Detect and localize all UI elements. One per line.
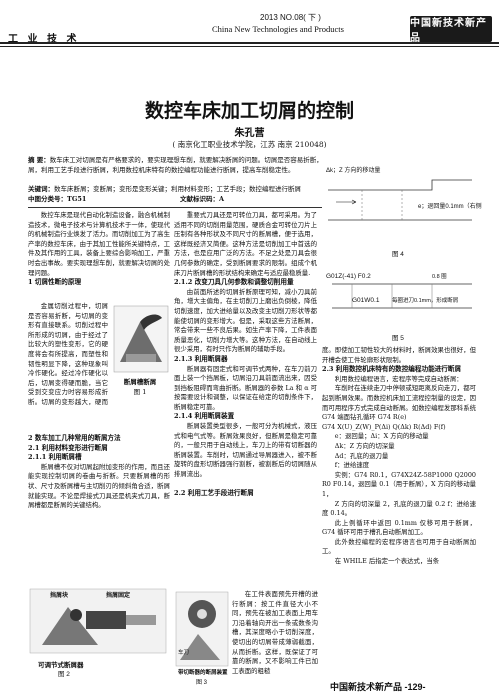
col3-paragraph-2: 利用数控编程语言，宏程序等完成自动断屑： <box>334 374 463 383</box>
document-code: 文献标识码：A <box>180 195 225 203</box>
figure-1-label: 断屑槽断屑 <box>123 378 157 386</box>
figure-2-caption: 图 2 <box>58 670 70 677</box>
journal-logo: 中国新技术新产品 <box>410 16 492 44</box>
abstract-rule <box>28 207 476 208</box>
col3-paragraph-1: 度。即使加工韧性较大的材料时，断屑效果也很好，但开槽会使工件轮廓形状限制。 <box>322 346 476 364</box>
col3-def-1: e：退回量；Δi：X 方向的移动量 <box>334 432 429 441</box>
col2-paragraph-3: 断屑器有固定式和可调节式两种，在车刀前刀面上装一个挡屑板，切屑沿刀具前面流出来，… <box>174 364 317 411</box>
col3-paragraph-7: 在 WHILE 后指定一个表达式，当条 <box>334 557 440 566</box>
figure-5-diagram: G01Z(-41) F0.2 0.8 圈 G01W0.1 每圈进刀0.1mm，形… <box>322 264 482 342</box>
article-affiliation: ( 南京化工职业技术学院，江苏 南京 210048) <box>172 140 327 149</box>
header-rule-thin <box>0 46 499 47</box>
figure-4-diagram: Δk；Z 方向的移动量 e；退回量0.1mm（右侧） 图 4 <box>322 150 482 258</box>
keywords-text: 数车床断屑；变断屑；变形是变形关键；利用材料变形；工艺手段；数控编程进行断屑 <box>54 185 301 193</box>
section-1-paragraph: 金属切削过程中，切屑是否容易折断，与切屑的变形有直接联系。切削过程中所形成的切屑… <box>28 302 108 406</box>
figure-4-line-3: e；退回量0.1mm（右侧） <box>418 202 482 210</box>
section-2-1-1-heading: 2.1.1 利用断屑槽 <box>28 453 82 462</box>
col3-example: 实例：G74 R0.1，G74X24Z-58P1000 Q2000 R0 F0.… <box>322 470 476 498</box>
keywords-label: 关键词： <box>28 185 54 193</box>
page-footer: 中国新技术新产品 -129- <box>330 682 426 692</box>
col2-paragraph-1: 重要式刀具还是可转位刀具，都可采用。为了适用不同的切削用量范围，硬质合金可转位刀… <box>174 211 317 277</box>
column-1-top: 数控车床是现代自动化制造设备，融合机械制造技术，微电子技术与计算机技术于一体，使… <box>28 211 170 288</box>
keywords: 关键词：数车床断屑；变断屑；变形是变形关键；利用材料变形；工艺手段；数控编程进行… <box>28 185 476 195</box>
abstract: 摘 要：数车床工对切屑是有严格要求的，要实现理想车削，就要解决断屑的问题。切屑是… <box>28 156 476 175</box>
figure-3-caption: 图 3 <box>196 679 208 686</box>
figure-5-caption: 图 5 <box>392 334 404 342</box>
figure-2-label: 可调节式断屑器 <box>38 660 84 669</box>
column-1-wrap: 金属切削过程中，切屑是否容易折断，与切屑的变形有直接联系。切削过程中所形成的切屑… <box>28 302 108 407</box>
issue-number: 2013 NO.08( 下 ) <box>260 13 321 22</box>
article-title: 数控车床加工切屑的控制 <box>144 100 354 122</box>
column-1-bottom: 2 数车加工几种常用的断屑方法 2.1 利用材料变形进行断屑 2.1.1 利用断… <box>28 412 170 520</box>
article-author: 朱孔营 <box>234 128 265 139</box>
section-2-3-heading: 2.3 利用数控机床特有的数控编程功能进行断屑 <box>322 365 462 374</box>
figure-5-note-1: 0.8 圈 <box>432 273 447 280</box>
col3-code: G74 X(U)_Z(W)_P(Δi) Q(Δk) R(Δd) F(f) <box>322 422 446 431</box>
intro-paragraph: 数控车床是现代自动化制造设备，融合机械制造技术，微电子技术与计算机技术于一体，使… <box>28 211 170 277</box>
section-label: 工 业 技 术 <box>8 34 80 45</box>
col3-def-3: Δd：孔底的退刀量 <box>334 451 389 460</box>
section-2-1-1-paragraph: 断屑槽不仅对切屑起附加变形的作用，而且还能实现控制切屑的卷曲与折断。只要断屑槽的… <box>28 462 170 510</box>
figure-4-line-1: Δk；Z 方向的移动量 <box>326 166 380 174</box>
section-2-1-4-heading: 2.1.4 利用断屑装置 <box>174 412 235 421</box>
section-1-heading: 1 切屑性断的原理 <box>28 278 82 287</box>
col3-paragraph-6: 此外数控编程的宏程序语言也可用于自动断屑加工。 <box>322 537 476 556</box>
abstract-label: 摘 要： <box>28 156 50 164</box>
figure-2-part-1: 挡屑块 <box>50 591 69 599</box>
figure-5-note-2: 每圈进刀0.1mm，形成断屑 <box>392 296 458 304</box>
section-2-1-3-heading: 2.1.3 利用断屑器 <box>174 354 228 363</box>
col3-paragraph-4: Z 方向的切深量 2，孔底的退刀量 0.2 f：进给速度 0.14。 <box>322 499 476 518</box>
section-2-heading: 2 数车加工几种常用的断屑方法 <box>28 434 121 442</box>
header-rule <box>0 42 499 44</box>
col2-paragraph-5: 在工件表面预先开槽的进行断屑：按工件直径大小不同，预先在被加工表面上用车刀沿着轴… <box>232 590 318 675</box>
abstract-text: 数车床工对切屑是有严格要求的，要实现理想车削，就要解决断屑的问题。切屑是否容易折… <box>28 156 473 174</box>
figure-4-caption: 图 4 <box>392 250 404 258</box>
col3-def-2: Δk：Z 方向的切深量 <box>334 441 395 450</box>
col3-paragraph-3: 车削时在连续走刀中停顿或短距离反向走刀，都可起到断屑效果。而数控机床加工流程控制… <box>322 384 476 422</box>
journal-name: China New Technologies and Products <box>212 24 344 34</box>
figure-1-diagram <box>113 305 169 373</box>
figure-3-diagram: 车刀 带切断器的断屑装置 图 3 <box>175 591 229 686</box>
column-3: 度。即使加工韧性较大的材料时，断屑效果也很好，但开槽会使工件轮廓形状限制。 2.… <box>322 346 476 567</box>
figure-3-device-label: 带切断器的断屑装置 <box>178 668 228 676</box>
col3-def-4: f：进给速度 <box>334 461 370 470</box>
section-2-1-heading: 2.1 利用材料变形进行断屑 <box>28 443 108 452</box>
clc-number: 中图分类号：TG51 <box>28 195 87 203</box>
col2-paragraph-4: 断屑装置类型很多，一般可分为机械式，液压式和电气式等。断屑效果良好，但断屑是稳定… <box>174 422 317 479</box>
col2-paragraph-2: 由前面所述的切屑折断原理可知，减小刀具前角，增大主偏角，在主切削刀上磨出负倒棱，… <box>174 287 317 354</box>
figure-2-diagram: 挡屑块 挡屑固定 可调节式断屑器 图 2 <box>29 588 167 677</box>
figure-5-code-2: G01W0.1 <box>352 297 380 304</box>
col3-paragraph-5: 此上例循环中返回 0.1mm 仅移可用于断屑，G74 循环可用于槽孔自动断屑加工… <box>322 518 476 537</box>
section-2-1-2-heading: 2.1.2 改变刀具几何参数和调整切削用量 <box>174 278 294 287</box>
figure-1-caption: 图 1 <box>133 388 147 396</box>
figure-3-tool-label: 车刀 <box>178 648 189 656</box>
section-2-2-heading: 2.2 利用工艺手段进行断屑 <box>174 489 254 498</box>
column-2: 重要式刀具还是可转位刀具，都可采用。为了适用不同的切削用量范围，硬质合金可转位刀… <box>174 211 317 499</box>
column-2-wrap: 在工件表面预先开槽的进行断屑：按工件直径大小不同，预先在被加工表面上用车刀沿着轴… <box>232 590 318 688</box>
figure-5-code-1: G01Z(-41) F0.2 <box>326 273 371 280</box>
figure-2-part-2: 挡屑固定 <box>106 591 130 599</box>
